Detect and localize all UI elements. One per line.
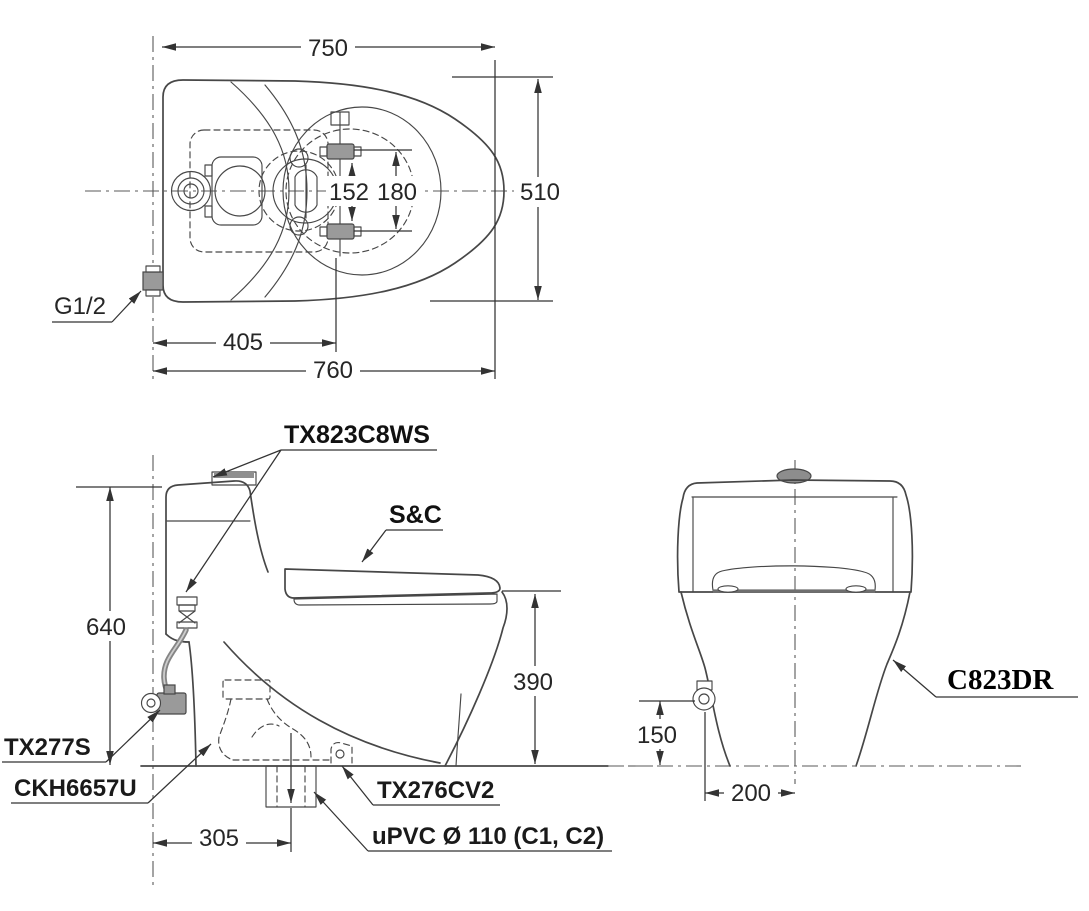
dim-640-label: 640 [86, 614, 126, 641]
front-view: 150 200 C823DR [628, 460, 1078, 807]
dim-510-label: 510 [520, 179, 560, 206]
top-view-centerlines [85, 36, 556, 380]
fill-valve-fitting [176, 596, 198, 606]
outlet-pipe-label: uPVC Ø 110 (C1, C2) [372, 823, 604, 850]
top-view-dimensions [52, 43, 553, 379]
tank-profile [165, 480, 269, 635]
front-tank-inner-panel [692, 497, 894, 593]
supply-fitting-g12 [142, 271, 164, 291]
outlet-connector-hidden [330, 742, 353, 764]
tx823-leader-valve [185, 449, 282, 593]
hose-label: CKH6657U [14, 775, 137, 802]
side-view: 640 390 305 TX823C8WS S&C TX277S CKH6657… [2, 421, 670, 886]
dim-750-label: 750 [308, 35, 348, 62]
stop-valve-body [156, 692, 187, 715]
seat-cover-profile [284, 568, 501, 599]
trapway-hidden-lines [218, 679, 353, 764]
seat-cover-label: S&C [389, 501, 442, 529]
seat-bolt-bottom [326, 223, 355, 240]
model-leader [892, 659, 937, 698]
dim-405-label: 405 [223, 329, 263, 356]
tx277s-leader [105, 709, 161, 763]
flush-button-top [214, 472, 254, 478]
ckh-leader [147, 743, 212, 804]
upvc-leader [313, 791, 369, 852]
bowl-outer-outline [162, 79, 505, 303]
fill-valve-body [211, 156, 263, 226]
dim-200-label: 200 [731, 780, 771, 807]
pedestal-back-edge [188, 641, 197, 767]
side-view-internals [140, 596, 353, 808]
g12-leader [111, 290, 142, 323]
dim-760-label: 760 [313, 357, 353, 384]
connector-label: TX276CV2 [377, 777, 494, 804]
supply-inlet-outer [170, 170, 212, 212]
sc-leader [361, 529, 387, 563]
cover-edge-curve-outer [230, 81, 290, 301]
flush-unit-label: TX823C8WS [284, 421, 430, 449]
tank-module-hidden-line [189, 129, 329, 253]
cover-edge-curve-inner [264, 84, 308, 298]
front-tank-outline [676, 479, 914, 593]
tx823-leader-button [212, 449, 282, 478]
supply-thread-label: G1/2 [54, 293, 106, 320]
front-view-dimensions [639, 659, 1078, 801]
bowl-underside-sweep [223, 641, 441, 764]
side-view-outline [165, 471, 508, 767]
bowl-front-edge [444, 591, 508, 767]
dim-152-label: 152 [329, 179, 369, 206]
front-view-centerlines [628, 460, 1022, 784]
stop-valve-handle [140, 692, 162, 714]
seat-opening-outline [282, 106, 442, 276]
stop-valve-label: TX277S [4, 734, 91, 761]
foot-inner-line [455, 693, 462, 767]
seat-bolt-top [326, 143, 355, 160]
flush-valve-detail [294, 169, 318, 213]
fill-valve-cap [214, 165, 266, 217]
top-view: 750 510 152 180 405 760 G1/2 [52, 33, 564, 384]
dim-390-label: 390 [513, 669, 553, 696]
tx276-leader [341, 765, 374, 806]
front-body-right [855, 591, 911, 767]
dim-305-label: 305 [199, 825, 239, 852]
front-body-left [680, 591, 731, 767]
front-supply-fitting [692, 687, 716, 711]
front-view-outline [676, 468, 914, 767]
dim-150-label: 150 [637, 722, 677, 749]
fitting-top [330, 111, 350, 126]
dim-180-label: 180 [377, 179, 417, 206]
seat-ring-profile [293, 593, 498, 606]
model-label: C823DR [947, 664, 1054, 696]
